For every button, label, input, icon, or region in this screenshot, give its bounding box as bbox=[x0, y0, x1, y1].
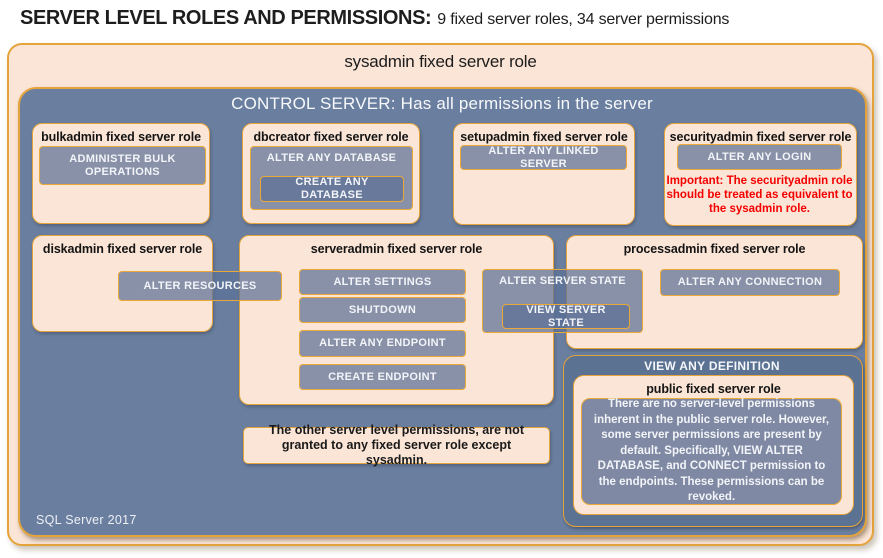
permission-alter-resources: ALTER RESOURCES bbox=[118, 271, 282, 301]
permission-alter-any-login: ALTER ANY LOGIN bbox=[677, 144, 842, 170]
role-title-processadmin: processadmin fixed server role bbox=[623, 242, 806, 256]
sql-server-version-label: SQL Server 2017 bbox=[36, 513, 137, 527]
role-box-securityadmin: securityadmin fixed server role bbox=[664, 123, 857, 226]
sysadmin-role-label: sysadmin fixed server role bbox=[344, 52, 537, 71]
page-title-main: SERVER LEVEL ROLES AND PERMISSIONS: bbox=[20, 7, 432, 29]
control-server-header: CONTROL SERVER: Has all permissions in t… bbox=[231, 94, 653, 113]
permission-alter-any-connection: ALTER ANY CONNECTION bbox=[660, 269, 840, 296]
permission-alter-settings: ALTER SETTINGS bbox=[299, 269, 466, 295]
permission-shutdown: SHUTDOWN bbox=[299, 297, 466, 323]
permission-view-server-state: VIEW SERVER STATE bbox=[502, 304, 630, 329]
permission-administer-bulk-operations: ADMINISTER BULK OPERATIONS bbox=[39, 146, 206, 185]
page-title: SERVER LEVEL ROLES AND PERMISSIONS: 9 fix… bbox=[20, 7, 729, 30]
role-title-dbcreator: dbcreator fixed server role bbox=[253, 130, 409, 144]
permission-view-any-definition: VIEW ANY DEFINITION bbox=[644, 359, 780, 373]
permission-alter-any-endpoint: ALTER ANY ENDPOINT bbox=[299, 330, 466, 357]
role-title-diskadmin: diskadmin fixed server role bbox=[42, 242, 203, 256]
page-title-subtitle: 9 fixed server roles, 34 server permissi… bbox=[437, 11, 730, 28]
other-permissions-note: The other server level permissions, are … bbox=[243, 423, 550, 467]
role-title-securityadmin: securityadmin fixed server role bbox=[669, 130, 852, 144]
role-title-bulkadmin: bulkadmin fixed server role bbox=[41, 130, 201, 144]
permission-alter-any-linked-server: ALTER ANY LINKED SERVER bbox=[460, 145, 627, 170]
role-title-serveradmin: serveradmin fixed server role bbox=[310, 242, 483, 256]
securityadmin-warning: Important: The securityadmin role should… bbox=[666, 175, 853, 215]
role-title-setupadmin: setupadmin fixed server role bbox=[460, 130, 628, 144]
public-role-description: There are no server-level permissions in… bbox=[581, 398, 842, 505]
role-box-setupadmin: setupadmin fixed server role bbox=[453, 123, 635, 225]
permission-create-any-database: CREATE ANY DATABASE bbox=[260, 176, 404, 202]
permission-create-endpoint: CREATE ENDPOINT bbox=[299, 364, 466, 390]
role-title-public: public fixed server role bbox=[646, 382, 781, 396]
